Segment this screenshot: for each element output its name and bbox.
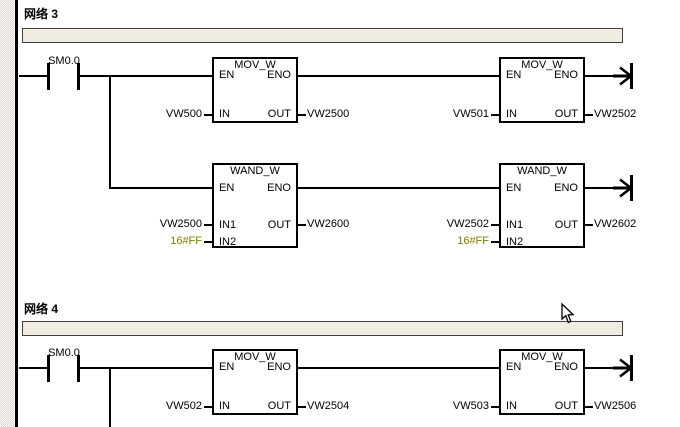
operand-label[interactable]: VW2602 (594, 218, 637, 230)
pin-out: OUT (267, 219, 291, 231)
pin-in: IN (219, 108, 230, 120)
pin-out: OUT (554, 219, 578, 231)
network-4-title[interactable]: 网络 4 (24, 302, 59, 316)
wand-w-block[interactable]: WAND_W EN ENO IN1 OUT IN2 (499, 163, 585, 248)
pin-in: IN (506, 400, 517, 412)
contact-bar (47, 63, 50, 90)
pin-en: EN (506, 361, 522, 373)
operand-label[interactable]: VW2502 (594, 108, 637, 120)
pin-tick (491, 406, 499, 408)
pin-out: OUT (267, 400, 291, 412)
pin-tick (298, 114, 306, 116)
block-title: WAND_W (517, 165, 567, 177)
mov-w-block[interactable]: MOV_W EN ENO IN OUT (499, 57, 585, 123)
pin-tick (298, 224, 306, 226)
contact-bar (77, 355, 80, 382)
wire-h (109, 187, 212, 189)
pin-eno: ENO (554, 361, 578, 373)
network-4-comment-bar[interactable] (22, 321, 623, 336)
operand-label[interactable]: VW2504 (307, 400, 350, 412)
pin-en: EN (219, 361, 235, 373)
wire-h (585, 187, 616, 189)
wire-h (298, 75, 499, 77)
block-title: MOV_W (521, 59, 563, 71)
operand-label[interactable]: VW2500 (307, 108, 350, 120)
pin-en: EN (219, 69, 235, 81)
pin-eno: ENO (554, 69, 578, 81)
pin-out: OUT (554, 108, 578, 120)
pin-tick (491, 224, 499, 226)
pin-out: OUT (554, 400, 578, 412)
wire-h (298, 367, 499, 369)
block-title: WAND_W (230, 165, 280, 177)
continue-arrow-icon (613, 355, 633, 381)
continue-arrow-icon (613, 175, 633, 201)
constant-operand-label[interactable]: 16#FF (457, 235, 489, 247)
operand-label[interactable]: VW2502 (446, 218, 489, 230)
pin-in: IN (506, 108, 517, 120)
pin-out: OUT (267, 108, 291, 120)
pin-in: IN (219, 400, 230, 412)
mov-w-block[interactable]: MOV_W EN ENO IN OUT (212, 57, 298, 123)
pin-tick (298, 406, 306, 408)
normally-open-contact[interactable]: SM0.0 (39, 56, 89, 90)
pin-eno: ENO (267, 69, 291, 81)
operand-label[interactable]: VW2600 (307, 218, 350, 230)
pin-en: EN (506, 69, 522, 81)
pin-en: EN (219, 182, 235, 194)
wire-h (298, 187, 499, 189)
wire-h (19, 75, 47, 77)
operand-label[interactable]: VW2506 (594, 400, 637, 412)
constant-operand-label[interactable]: 16#FF (170, 235, 202, 247)
branch-wire-v (109, 367, 111, 427)
pin-en: EN (506, 182, 522, 194)
pin-in1: IN1 (506, 219, 524, 231)
contact-bar (47, 355, 50, 382)
wire-h (585, 367, 616, 369)
pin-tick (585, 406, 593, 408)
pin-tick (491, 114, 499, 116)
operand-label[interactable]: VW502 (165, 400, 202, 412)
mov-w-block[interactable]: MOV_W EN ENO IN OUT (499, 349, 585, 415)
power-rail (15, 0, 18, 427)
mouse-cursor (561, 303, 574, 324)
pin-tick (204, 114, 212, 116)
pin-tick (585, 114, 593, 116)
block-title: MOV_W (521, 351, 563, 363)
pin-tick (204, 241, 212, 243)
network-3-title[interactable]: 网络 3 (24, 7, 59, 21)
contact-operand: SM0.0 (48, 347, 80, 359)
wire-h (80, 367, 212, 369)
wire-h (585, 75, 616, 77)
wire-h (80, 75, 212, 77)
pin-in1: IN1 (219, 219, 237, 231)
operand-label[interactable]: VW503 (452, 400, 489, 412)
pin-tick (491, 241, 499, 243)
continue-arrow-icon (613, 63, 633, 89)
mov-w-block[interactable]: MOV_W EN ENO IN OUT (212, 349, 298, 415)
network-3-comment-bar[interactable] (22, 28, 623, 43)
normally-open-contact[interactable]: SM0.0 (39, 348, 89, 382)
pin-tick (585, 224, 593, 226)
operand-label[interactable]: VW500 (165, 108, 202, 120)
pin-in2: IN2 (219, 236, 237, 248)
pin-in2: IN2 (506, 236, 524, 248)
wand-w-block[interactable]: WAND_W EN ENO IN1 OUT IN2 (212, 163, 298, 248)
operand-label[interactable]: VW2500 (159, 218, 202, 230)
block-title: MOV_W (234, 351, 276, 363)
pin-tick (204, 224, 212, 226)
wire-h (19, 367, 47, 369)
pin-eno: ENO (554, 182, 578, 194)
contact-operand: SM0.0 (48, 55, 80, 67)
operand-label[interactable]: VW501 (452, 108, 489, 120)
pin-eno: ENO (267, 361, 291, 373)
pin-tick (204, 406, 212, 408)
contact-bar (77, 63, 80, 90)
branch-wire-v (109, 75, 111, 189)
block-title: MOV_W (234, 59, 276, 71)
pin-eno: ENO (267, 182, 291, 194)
page-margin (0, 0, 14, 427)
